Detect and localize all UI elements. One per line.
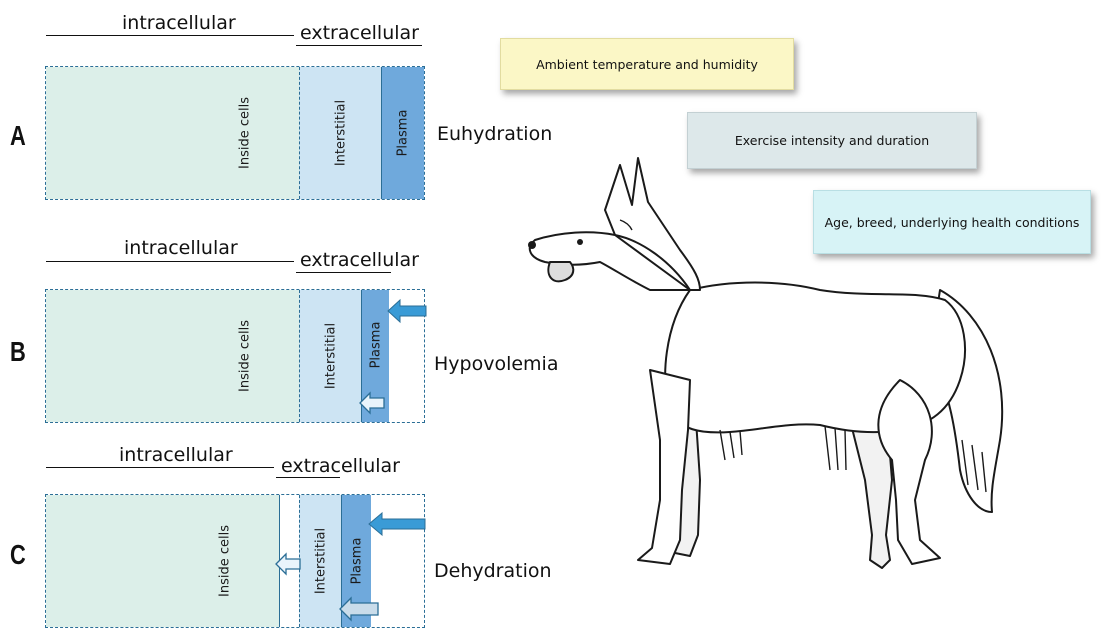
inside-cells-label: Inside cells bbox=[218, 525, 233, 597]
extracellular-label-b: extracellular bbox=[300, 249, 419, 271]
intracellular-label-b: intracellular bbox=[124, 237, 238, 259]
fluid-compartments-a: Inside cells Interstitial Plasma bbox=[45, 66, 425, 200]
plasma-label: Plasma bbox=[350, 538, 365, 585]
factor-note-temperature: Ambient temperature and humidity bbox=[500, 38, 794, 90]
row-letter-a: A bbox=[10, 120, 26, 152]
interstitial-compartment: Interstitial bbox=[299, 495, 342, 627]
intracellular-rule-a bbox=[46, 35, 294, 36]
interstitial-label: Interstitial bbox=[314, 528, 329, 594]
inside-cells-label: Inside cells bbox=[238, 320, 253, 392]
extracellular-rule-b bbox=[296, 272, 391, 273]
factor-note-text: Ambient temperature and humidity bbox=[536, 55, 758, 74]
plasma-compartment: Plasma bbox=[381, 67, 424, 199]
intracellular-rule-c bbox=[46, 467, 274, 468]
inside-cells-compartment: Inside cells bbox=[46, 495, 279, 627]
plasma-label: Plasma bbox=[369, 322, 384, 369]
interstitial-compartment: Interstitial bbox=[299, 290, 362, 422]
row-letter-b: B bbox=[10, 336, 26, 368]
intracellular-label-c: intracellular bbox=[119, 444, 233, 466]
extracellular-label-a: extracellular bbox=[300, 22, 419, 44]
shift-arrow-icon bbox=[276, 553, 302, 575]
row-letter-c: C bbox=[10, 539, 26, 571]
inside-cells-label: Inside cells bbox=[238, 97, 253, 169]
inflow-arrow-icon bbox=[388, 300, 428, 322]
interstitial-compartment: Interstitial bbox=[299, 67, 382, 199]
shift-arrow-icon bbox=[360, 392, 386, 414]
dog-illustration bbox=[520, 140, 1040, 610]
interstitial-label: Interstitial bbox=[334, 100, 349, 166]
inflow-arrow-icon bbox=[369, 513, 427, 535]
intracellular-rule-b bbox=[46, 261, 294, 262]
shift-arrow-icon bbox=[340, 597, 380, 621]
inside-cells-compartment: Inside cells bbox=[46, 290, 299, 422]
plasma-label: Plasma bbox=[396, 110, 411, 157]
extracellular-rule-a bbox=[296, 45, 422, 46]
interstitial-label: Interstitial bbox=[324, 323, 339, 389]
inside-cells-compartment: Inside cells bbox=[46, 67, 299, 199]
intracellular-label-a: intracellular bbox=[122, 12, 236, 34]
extracellular-rule-c bbox=[276, 477, 340, 478]
extracellular-label-c: extracellular bbox=[281, 455, 400, 477]
